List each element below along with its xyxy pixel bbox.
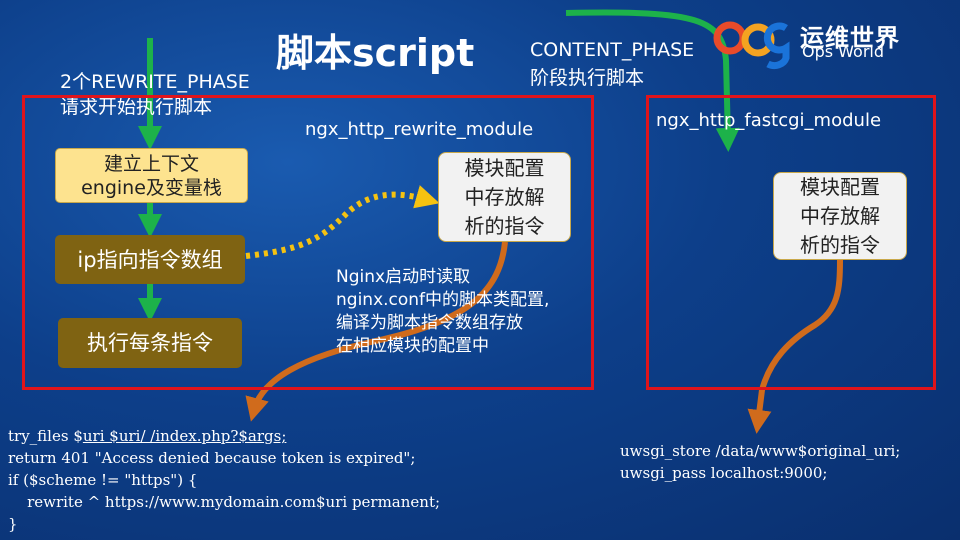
- step-build-context: 建立上下文 engine及变量栈: [55, 148, 248, 203]
- page-title: 脚本script: [276, 31, 475, 75]
- code-right-line2: uwsgi_pass localhost:9000;: [620, 464, 828, 482]
- compile-description: Nginx启动时读取 nginx.conf中的脚本类配置, 编译为脚本指令数组存…: [336, 266, 549, 358]
- content-phase-label: CONTENT_PHASE 阶段执行脚本: [530, 36, 694, 92]
- code-left-line1-a: try_files $: [8, 427, 83, 445]
- desc-line4: 在相应模块的配置中: [336, 336, 489, 356]
- logo-text-en: Ops World: [802, 42, 885, 61]
- step1-line2: engine及变量栈: [81, 176, 222, 199]
- content-phase-line1: CONTENT_PHASE: [530, 39, 695, 61]
- step1-line1: 建立上下文: [103, 152, 199, 175]
- step-ip-pointer: ip指向指令数组: [55, 235, 245, 284]
- code-right-line1: uwsgi_store /data/www$original_uri;: [620, 442, 901, 460]
- desc-line2: nginx.conf中的脚本类配置,: [336, 290, 550, 310]
- rewrite-phase-line2: 请求开始执行脚本: [60, 96, 213, 118]
- desc-line1: Nginx启动时读取: [336, 267, 471, 287]
- rewrite-module-frame: [22, 95, 594, 390]
- code-left-line3: if ($scheme != "https") {: [8, 471, 198, 489]
- note1-line1: 模块配置: [464, 155, 545, 180]
- logo-mark-icon: [713, 21, 790, 69]
- arrow-config-link: [245, 185, 440, 259]
- rewrite-config-note: 模块配置 中存放解 析的指令: [438, 152, 571, 242]
- code-left-line1-b: uri $uri/ /index.php?$args;: [82, 427, 287, 445]
- desc-line3: 编译为脚本指令数组存放: [336, 313, 523, 333]
- code-left-line4: rewrite ^ https://www.mydomain.com$uri p…: [8, 493, 441, 511]
- step-execute-instructions: 执行每条指令: [58, 318, 242, 368]
- code-left-line2: return 401 "Access denied because token …: [8, 449, 416, 467]
- note1-line3: 析的指令: [464, 213, 545, 238]
- fastcgi-code-sample: uwsgi_store /data/www$original_uri;uwsgi…: [620, 440, 900, 484]
- rewrite-phase-label: 2个REWRITE_PHASE 请求开始执行脚本: [60, 70, 250, 120]
- fastcgi-module-label: ngx_http_fastcgi_module: [656, 110, 882, 131]
- rewrite-phase-line1: 2个REWRITE_PHASE: [60, 71, 250, 93]
- note1-line2: 中存放解: [464, 184, 545, 209]
- rewrite-code-sample: try_files $uri $uri/ /index.php?$args; re…: [8, 425, 440, 535]
- code-left-line1: try_files $uri $uri/ /index.php?$args;: [8, 425, 440, 447]
- note2-line3: 析的指令: [800, 232, 880, 257]
- rewrite-module-label: ngx_http_rewrite_module: [305, 119, 534, 140]
- code-left-line5: }: [8, 515, 18, 533]
- arrow-to-code-right: [747, 259, 843, 434]
- content-phase-line2: 阶段执行脚本: [530, 67, 645, 89]
- fastcgi-module-frame: [646, 95, 936, 390]
- logo-text-cn: 运维世界: [800, 24, 900, 52]
- arrow-to-code-left: [245, 241, 508, 422]
- fastcgi-config-note: 模块配置 中存放解 析的指令: [773, 172, 907, 260]
- note2-line2: 中存放解: [800, 203, 880, 228]
- note2-line1: 模块配置: [800, 174, 880, 199]
